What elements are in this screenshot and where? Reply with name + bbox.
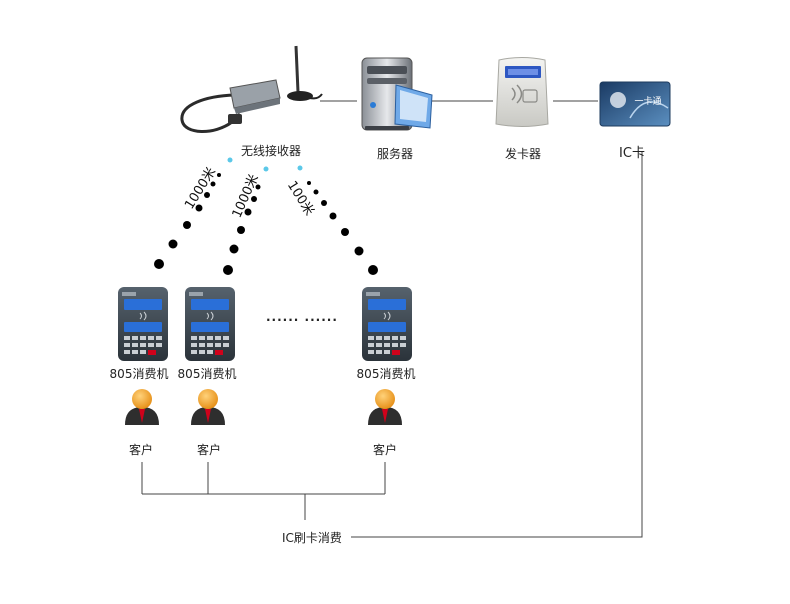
ic-card-text: 一卡通 [634,95,661,107]
terminal-ellipsis: ...... ...... [266,310,338,324]
wireless-link-3 [307,181,378,275]
server-icon [361,57,433,131]
terminal-label-2: 805消费机 [177,367,237,381]
terminal-label-3: 805消费机 [356,367,416,381]
customer-label-2: 客户 [196,443,222,457]
card-reader-icon [495,57,549,127]
wireless-receiver-icon [180,45,323,133]
customer-label-3: 客户 [372,443,398,457]
pos-terminal-icon [185,287,235,361]
ic-card-label: IC卡 [619,146,645,161]
card-issuer-label: 发卡器 [504,147,542,161]
terminal-label-1: 805消费机 [109,367,169,381]
pos-terminal-icon [362,287,412,361]
wireless-link-2 [223,184,261,275]
person-icon [125,389,159,425]
line-card-to-consumption [351,152,643,538]
receiver-label: 无线接收器 [240,144,302,158]
customer-label-1: 客户 [128,443,154,457]
ic-consumption-label: IC刷卡消费 [282,531,342,545]
wireless-links [154,157,378,275]
signal-dots [227,157,303,172]
ic-card-icon: 一卡通 [599,81,671,127]
pos-terminal-icon [118,287,168,361]
person-icon [191,389,225,425]
wireless-link-1 [154,173,221,269]
connection-lines [141,100,643,538]
person-icon [368,389,402,425]
server-label: 服务器 [376,147,414,161]
